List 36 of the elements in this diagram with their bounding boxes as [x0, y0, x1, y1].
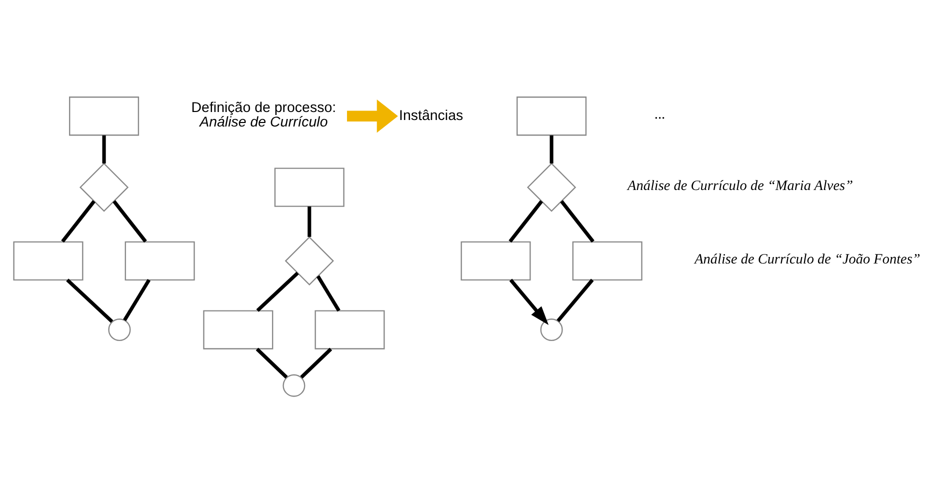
- node-box: [203, 310, 274, 349]
- node-diamond: [79, 162, 129, 212]
- node-diamond: [284, 236, 334, 285]
- node-box: [516, 96, 587, 136]
- node-box: [274, 167, 344, 206]
- node-box: [69, 96, 140, 136]
- connector: [112, 200, 147, 242]
- connector: [123, 278, 151, 321]
- connector: [316, 274, 340, 312]
- node-circle: [282, 374, 306, 396]
- node-text: Instâncias: [399, 107, 464, 124]
- node-box: [124, 240, 195, 280]
- connector: [66, 278, 114, 322]
- connector: [256, 347, 288, 378]
- connector: [61, 200, 96, 242]
- arrow: [346, 98, 398, 132]
- connector: [560, 200, 594, 242]
- connector: [102, 134, 106, 163]
- node-circle: [540, 318, 563, 341]
- connector: [300, 347, 332, 378]
- node-diamond: [526, 162, 576, 212]
- node-circle: [108, 318, 131, 341]
- connector: [550, 134, 554, 163]
- label: ...: [654, 106, 666, 122]
- label: Análise de Currículo de “João Fontes”: [694, 250, 920, 267]
- node-box: [460, 240, 531, 280]
- label: Análise de Currículo de “Maria Alves”: [628, 177, 854, 194]
- connector: [508, 200, 543, 242]
- node-box: [314, 310, 385, 349]
- node-box: [572, 240, 642, 280]
- node-box: [13, 240, 84, 280]
- connector: [256, 271, 299, 312]
- arrow: [509, 278, 549, 325]
- connector: [556, 278, 594, 322]
- connector: [308, 206, 312, 236]
- node-text: Definição de processo: Análise de Currículo: [191, 100, 336, 130]
